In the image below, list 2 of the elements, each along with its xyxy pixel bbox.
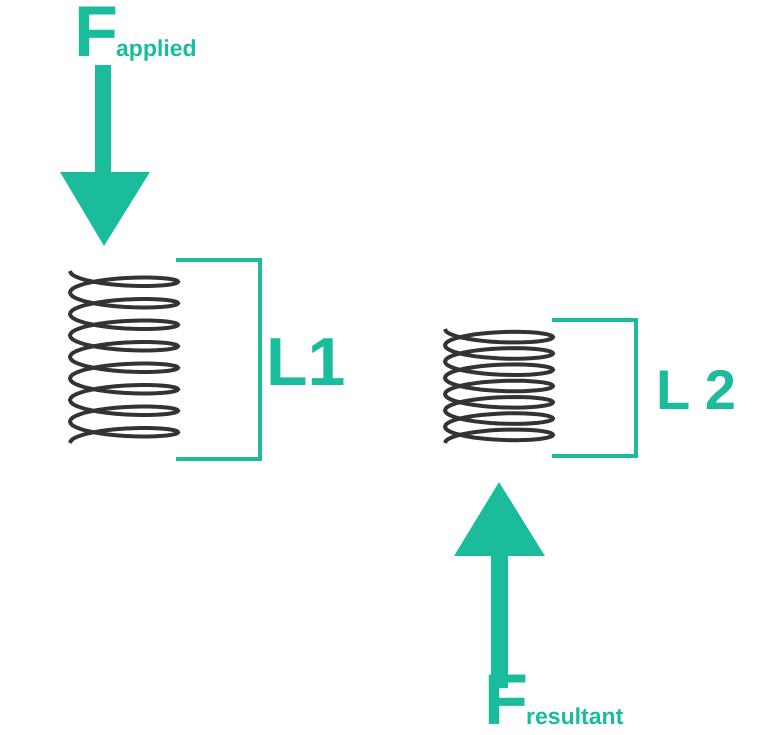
length-label: L 2 (656, 362, 736, 418)
length-label: L1 (266, 328, 346, 396)
